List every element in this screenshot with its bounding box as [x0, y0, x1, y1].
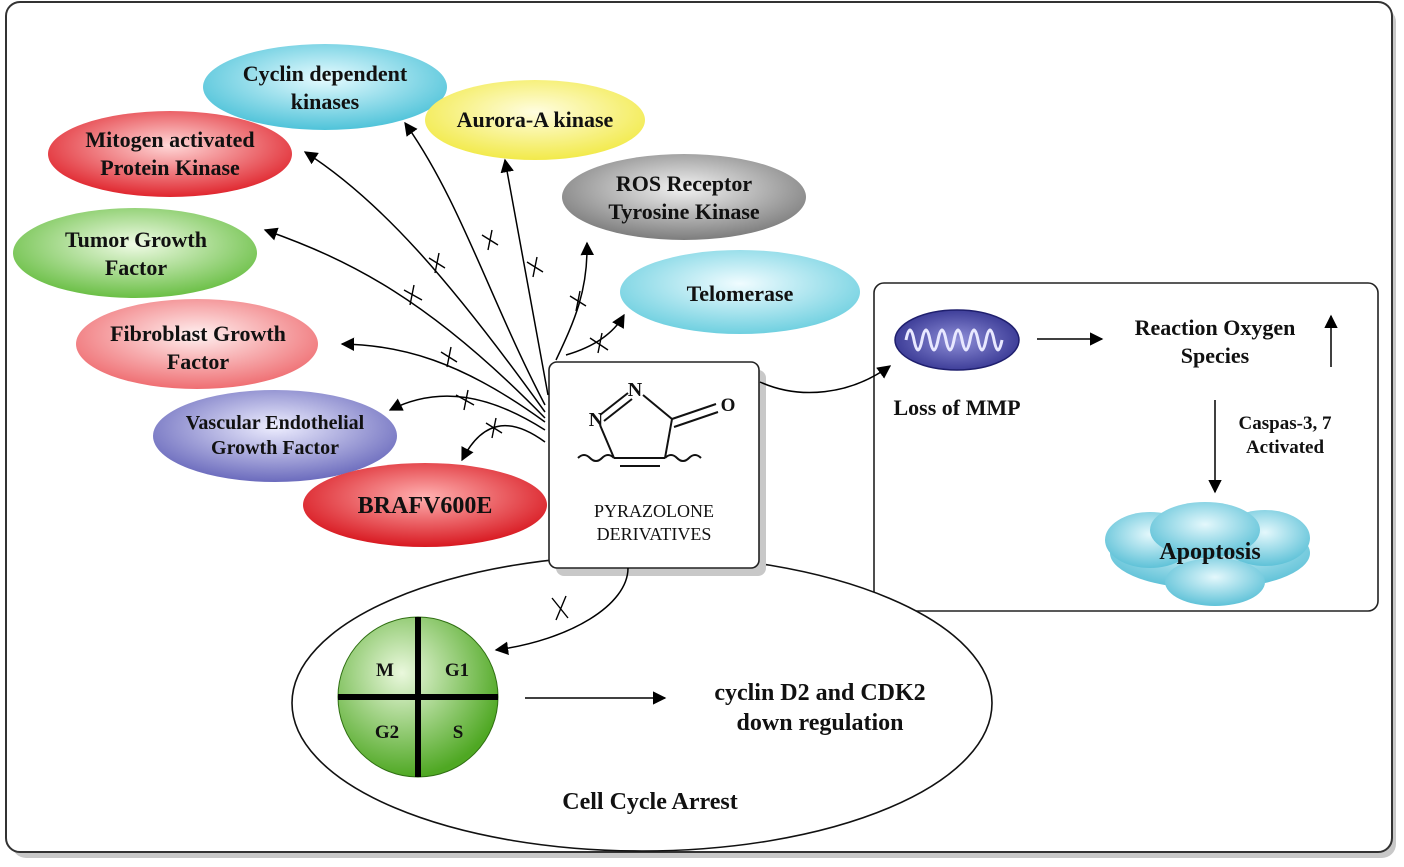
arrow-to-braf	[461, 424, 546, 462]
ellipse-aurora	[425, 80, 645, 160]
atom-o: O	[720, 395, 736, 416]
arrow-to-aurora	[500, 158, 549, 396]
pyrazolone-structure	[577, 392, 719, 467]
arrow-to-ros-rtk	[555, 241, 595, 361]
atom-n2: N	[627, 379, 643, 401]
arrow-to-telomerase	[565, 313, 625, 356]
label-downregulation: cyclin D2 and CDK2 down regulation	[714, 680, 926, 736]
label-tgf: Tumor Growth Factor	[64, 227, 207, 280]
ellipse-ros-rtk	[562, 154, 806, 240]
label-vegf: Vascular Endothelial Growth Factor	[185, 412, 365, 459]
arrow-to-mapk	[303, 151, 546, 413]
arrow-to-fgf	[340, 337, 546, 423]
ellipse-vegf	[153, 390, 397, 482]
apoptosis-cloud	[1105, 502, 1310, 606]
cell-cycle-circle	[337, 616, 499, 778]
ellipse-tgf	[13, 208, 257, 298]
arrow-to-vegf	[388, 395, 546, 431]
label-telomerase: Telomerase	[686, 281, 794, 306]
phase-g2: G2	[374, 722, 400, 743]
label-ros: Reaction Oxygen Species	[1134, 315, 1296, 368]
phase-g1: G1	[444, 660, 470, 681]
arrow-to-mitochondria	[759, 365, 892, 394]
label-loss-mmp: Loss of MMP	[893, 395, 1021, 420]
label-caspase: Caspas-3, 7 Activated	[1238, 413, 1332, 458]
arrow-to-cell-cycle	[494, 567, 629, 656]
label-fgf: Fibroblast Growth Factor	[110, 321, 286, 374]
mitochondria-icon	[894, 309, 1020, 371]
ellipse-telomerase	[620, 250, 860, 334]
label-aurora: Aurora-A kinase	[456, 107, 614, 132]
phase-m: M	[376, 660, 394, 681]
ellipse-cdk	[203, 44, 447, 130]
ellipse-braf	[303, 463, 547, 547]
label-apoptosis: Apoptosis	[1159, 539, 1261, 565]
inhibition-marks	[403, 229, 609, 621]
label-cell-cycle-arrest: Cell Cycle Arrest	[562, 789, 738, 815]
label-mapk: Mitogen activated Protein Kinase	[85, 127, 255, 180]
atom-n1: N	[588, 409, 604, 431]
arrow-to-tgf	[263, 227, 546, 419]
label-braf: BRAFV600E	[357, 493, 493, 519]
label-cdk: Cyclin dependent kinases	[242, 61, 408, 114]
phase-s: S	[452, 722, 464, 743]
arrow-to-cdk	[404, 121, 546, 406]
ellipse-fgf	[76, 299, 318, 389]
ellipse-mapk	[48, 111, 292, 197]
center-label: PYRAZOLONE DERIVATIVES	[594, 501, 714, 544]
label-ros-rtk: ROS Receptor Tyrosine Kinase	[608, 171, 760, 224]
